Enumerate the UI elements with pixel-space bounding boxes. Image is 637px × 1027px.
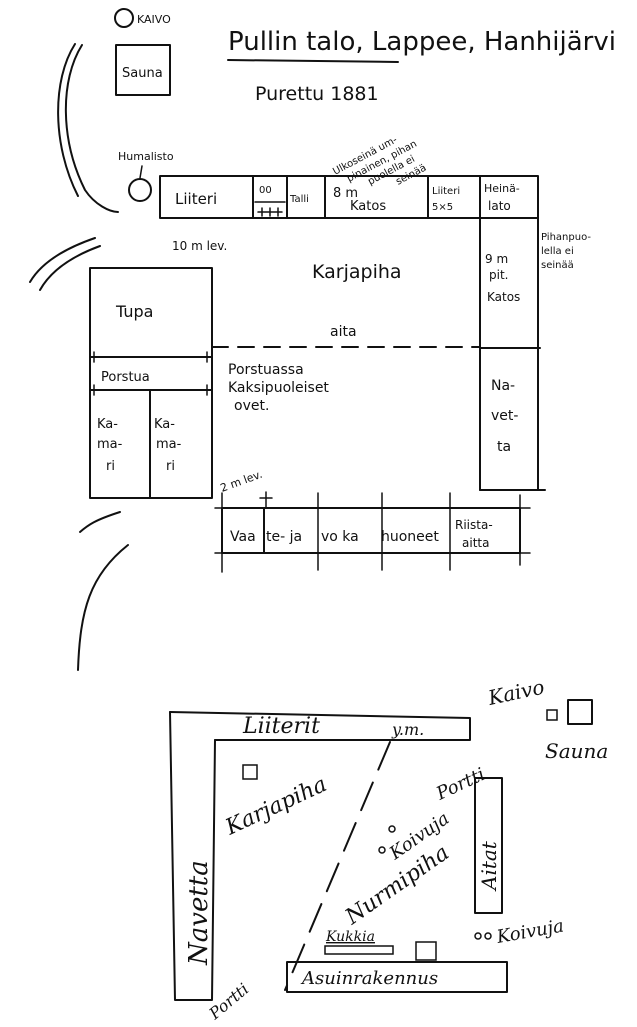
plan1-porstua-note-b: Kaksipuoleiset (228, 380, 329, 396)
plan1-riista-b: aitta (462, 536, 489, 550)
navetta-building (169, 711, 216, 1001)
plan1-pihan-note-2: lella ei (541, 246, 574, 257)
plan1-sauna-label: Sauna (122, 66, 163, 81)
plan1-karjapiha: Karjapiha (312, 261, 402, 283)
plan1-katos9-c: Katos (487, 290, 520, 304)
plan2-well-box (546, 709, 558, 721)
plan1-katos8-b: Katos (350, 199, 386, 214)
plan1-katos9-a: 9 m (485, 252, 508, 266)
plan1-title: Pullin talo, Lappee, Hanhijärvi (228, 27, 616, 57)
plan1-vaate-c: vo ka (321, 529, 359, 545)
porch-box (415, 941, 437, 961)
road-curve-4 (39, 245, 101, 291)
plan1-vaate-a: Vaa (230, 529, 256, 545)
plan1-porstua-note-a: Porstuassa (228, 362, 304, 378)
plan1-vaate-b: te- ja (266, 529, 302, 545)
top-plan: KAIVO Sauna Pullin talo, Lappee, Hanhijä… (29, 8, 616, 671)
humalisto-circle (128, 178, 152, 202)
plan1-humalisto-label: Humalisto (118, 150, 174, 163)
plan2-liiterit: Liiterit (242, 714, 320, 739)
plan1-width-2m: 2 m lev. (219, 468, 264, 495)
road-curve-1 (64, 44, 119, 213)
plan1-katos9-b: pit. (489, 268, 508, 282)
humalisto-arrow (139, 165, 143, 179)
plan2-sauna-box (567, 699, 593, 725)
plan2-portti-top: Portti (432, 764, 488, 805)
road-curve-5 (79, 511, 121, 533)
plan1-navetta-b: vet- (491, 408, 518, 424)
plan1-talli-label: Talli (289, 194, 309, 205)
plan1-porstua: Porstua (101, 370, 150, 385)
plan2-koivuja-2: Koivuja (494, 915, 565, 948)
plan1-liiteri-small-a: Liiteri (432, 186, 460, 197)
plan1-pihan-note-1: Pihanpuo- (541, 232, 591, 243)
plan1-aita: aita (330, 324, 357, 340)
plan2-karjapiha: Karjapiha (221, 772, 331, 841)
plan1-width-10m: 10 m lev. (172, 239, 227, 253)
title-underline (227, 59, 399, 63)
plan1-vaate-d: huoneet (381, 529, 439, 545)
plan1-subtitle: Purettu 1881 (255, 83, 379, 105)
plan1-heinalato-b: lato (488, 199, 511, 213)
diagonal-fence (284, 741, 391, 991)
asuinrakennus-building (286, 961, 508, 993)
plan1-kamari1-a: Ka- (97, 417, 118, 432)
plan2-kukkia: Kukkia (325, 929, 375, 945)
plan1-porstua-note-c: ovet. (234, 398, 269, 414)
plan1-tupa: Tupa (115, 302, 153, 321)
bottom-plan: Kaivo Sauna Liiterit y.m. Navetta Karjap… (169, 675, 608, 1024)
plan1-kamari2-b: ma- (156, 437, 182, 452)
plan1-navetta-a: Na- (491, 378, 515, 394)
plan1-kamari2-a: Ka- (154, 417, 175, 432)
plan1-pihan-note-3: seinää (541, 260, 574, 271)
plan2-aitat: Aitat (477, 840, 501, 892)
plan1-navetta-c: ta (497, 439, 511, 455)
plan2-navetta: Navetta (184, 860, 214, 966)
road-curve-6 (77, 544, 129, 671)
plan1-kamari2-c: ri (166, 459, 175, 474)
plan1-liiteri-small-b: 5×5 (432, 202, 453, 213)
plan1-kamari1-c: ri (106, 459, 115, 474)
plan1-sauna-box (115, 44, 171, 96)
plan1-katos8-a: 8 m (333, 186, 358, 201)
plan1-riista-a: Riista- (455, 518, 493, 532)
road-curve-3 (29, 237, 96, 283)
plan2-kaivo: Kaivo (485, 675, 546, 710)
liiterit-building (169, 711, 471, 741)
aitat-building (474, 777, 503, 914)
plan1-kaivo-label: KAIVO (137, 13, 171, 26)
plan1-toilet-label: 00 (259, 185, 272, 196)
karjapiha-square (242, 764, 258, 780)
plan1-liiteri-label: Liiteri (175, 190, 217, 208)
plan2-sauna: Sauna (545, 739, 608, 763)
plan2-ym: y.m. (391, 720, 424, 739)
plan1-heinalato-a: Heinä- (484, 182, 520, 195)
road-curve-2 (57, 43, 79, 197)
plan2-asuinrakennus: Asuinrakennus (300, 968, 438, 989)
top-building-row (159, 175, 539, 219)
flower-bed (324, 945, 394, 955)
well-icon (114, 8, 134, 28)
plan1-kamari1-b: ma- (97, 437, 123, 452)
